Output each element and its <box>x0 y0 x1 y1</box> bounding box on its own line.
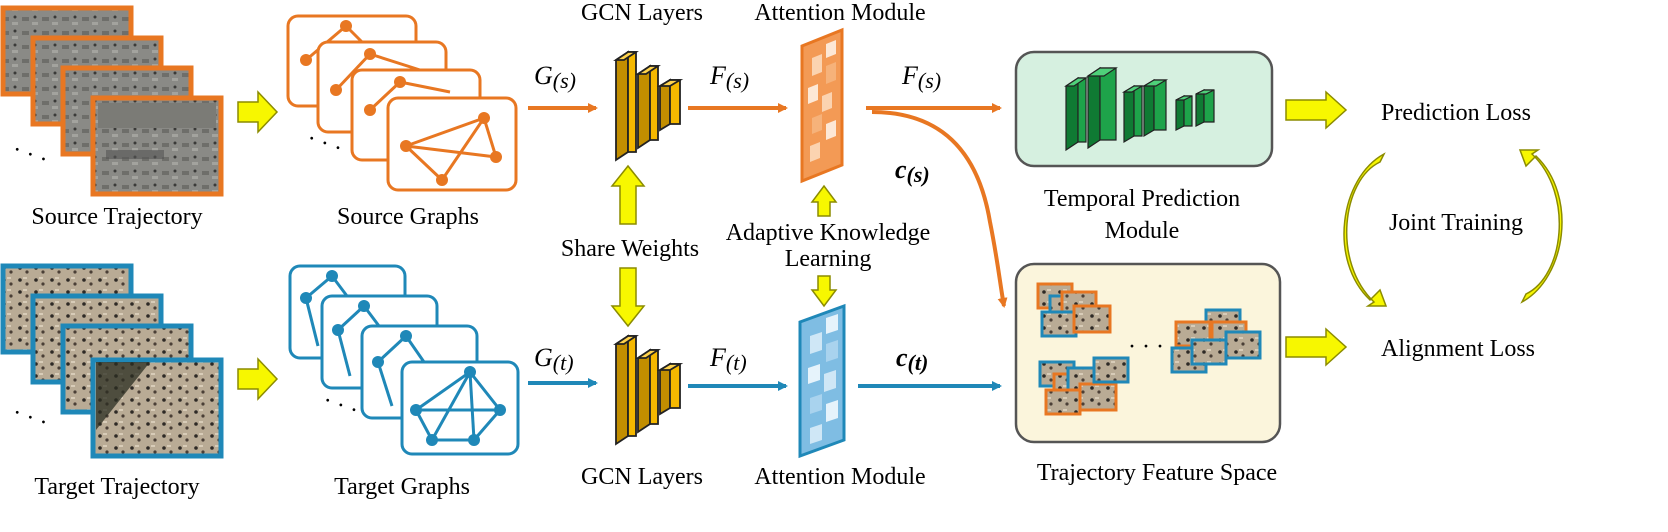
target-ellipsis: · · · <box>9 400 52 437</box>
target-trajectory-label: Target Trajectory <box>34 474 199 500</box>
target-trajectory-stack: · · · <box>0 263 224 459</box>
f-s-label: F(s) <box>709 61 749 93</box>
prediction-loss-label: Prediction Loss <box>1381 100 1531 126</box>
source-frame-4 <box>90 95 224 197</box>
attention-module-bottom <box>798 303 846 459</box>
share-weights-arrow-down <box>610 267 646 328</box>
prediction-blocks <box>1064 66 1215 152</box>
feature-thumbnails <box>1036 282 1262 416</box>
f-s2-label: F(s) <box>901 61 941 93</box>
arrow-attn-to-feature-space-source <box>871 110 1008 308</box>
gcn-layers-bottom-label: GCN Layers <box>581 464 703 490</box>
source-trajectory-stack: · · · <box>0 5 224 197</box>
target-graphs-label: Target Graphs <box>334 474 470 500</box>
yellow-arrow-target-to-graphs <box>237 357 279 401</box>
tpm-label-line1: Temporal Prediction <box>1044 186 1240 212</box>
target-frame-4 <box>90 357 224 459</box>
yellow-arrow-source-to-graphs <box>237 90 279 134</box>
source-ellipsis: · · · <box>9 137 52 174</box>
joint-training-arrow-left <box>1343 152 1388 307</box>
attention-module-top-label: Attention Module <box>754 0 925 26</box>
c-s-label: c(s) <box>895 155 930 187</box>
akl-arrow-down <box>810 275 838 308</box>
share-weights-arrow-up <box>610 164 646 225</box>
attention-module-bottom-label: Attention Module <box>754 464 925 490</box>
gcn-layers-top <box>613 50 684 162</box>
attention-module-top <box>800 27 844 184</box>
g-s-label: G(s) <box>534 61 576 93</box>
c-t-label: c(t) <box>896 343 928 375</box>
yellow-arrow-to-alignment-loss <box>1285 327 1348 367</box>
f-t-label: F(t) <box>709 343 747 375</box>
target-graphs-stack: · · · <box>288 264 520 456</box>
trajectory-feature-space-label: Trajectory Feature Space <box>1037 460 1277 486</box>
g-t-label: G(t) <box>534 343 574 375</box>
source-trajectory-label: Source Trajectory <box>31 204 202 230</box>
joint-training-label: Joint Training <box>1389 210 1523 236</box>
source-graphs-label: Source Graphs <box>337 204 479 230</box>
gcn-layers-bottom <box>613 334 684 446</box>
joint-training-arrow-right <box>1518 149 1563 304</box>
akl-label-line2: Learning <box>785 246 872 272</box>
share-weights-label: Share Weights <box>561 236 699 262</box>
yellow-arrow-to-prediction-loss <box>1285 90 1348 130</box>
gcn-layers-top-label: GCN Layers <box>581 0 703 26</box>
tpm-label-line2: Module <box>1105 218 1180 244</box>
akl-arrow-up <box>810 184 838 217</box>
source-graphs-stack: · · · <box>286 14 518 192</box>
target-graphs-ellipsis: · · · <box>319 387 362 424</box>
feature-space-ellipsis: · · · <box>1128 334 1164 360</box>
alignment-loss-label: Alignment Loss <box>1381 336 1535 362</box>
akl-label-line1: Adaptive Knowledge <box>726 220 931 246</box>
